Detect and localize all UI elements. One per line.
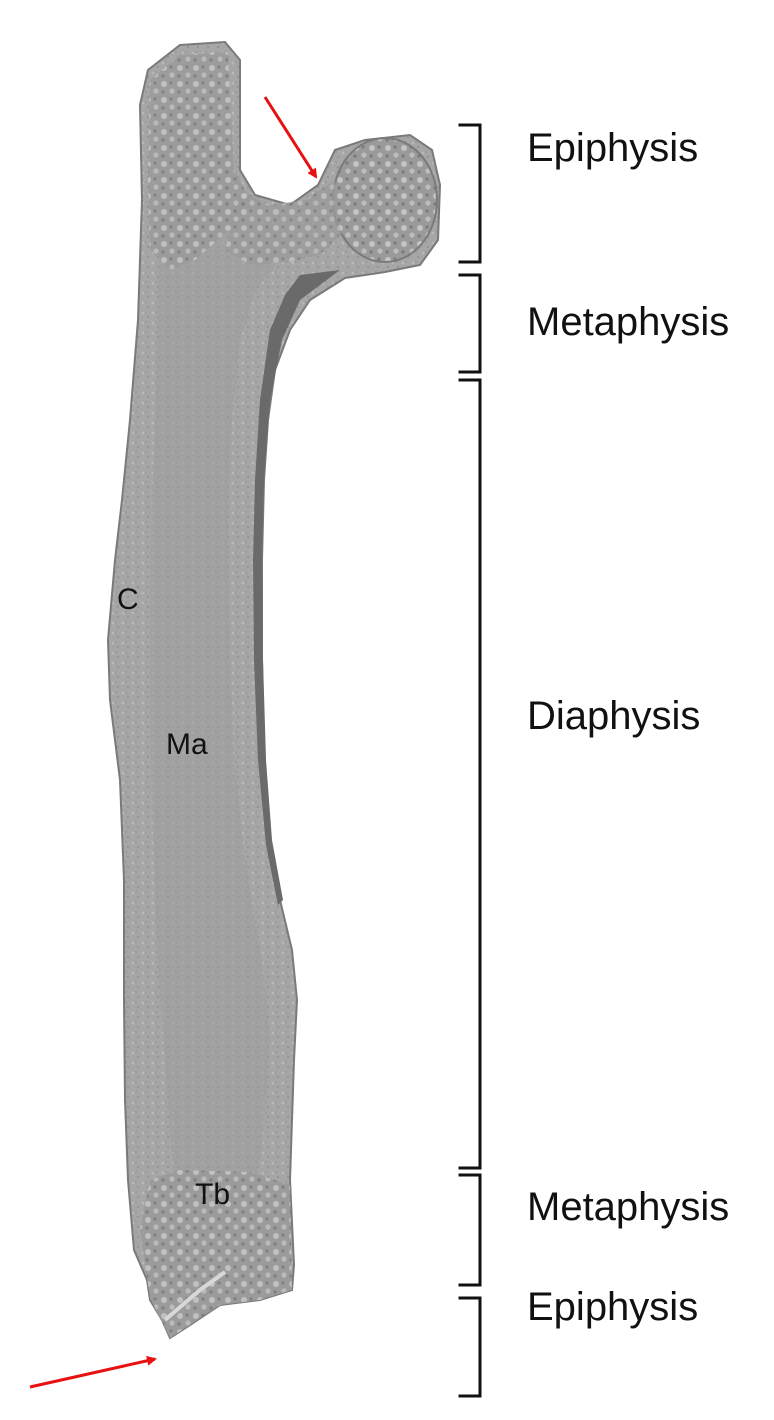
proximal-growth-plate-arrow [265, 97, 316, 177]
label-proximal-metaphysis: Metaphysis [527, 302, 729, 342]
bracket-distal-metaphysis [460, 1175, 480, 1285]
distal-growth-plate-arrow [30, 1359, 155, 1387]
femoral-head [333, 138, 437, 262]
bracket-distal-epiphysis [460, 1298, 480, 1396]
label-marrow: Ma [166, 730, 208, 760]
bracket-proximal-metaphysis [460, 275, 480, 372]
cortex-shadow-band [253, 270, 340, 905]
bracket-proximal-epiphysis [460, 125, 480, 262]
bracket-diaphysis [460, 380, 480, 1168]
label-distal-epiphysis: Epiphysis [527, 1287, 698, 1327]
region-brackets [460, 125, 480, 1396]
label-distal-metaphysis: Metaphysis [527, 1187, 729, 1227]
femur-bone [108, 42, 440, 1338]
label-cortex: C [117, 585, 139, 615]
label-diaphysis: Diaphysis [527, 696, 700, 736]
label-proximal-epiphysis: Epiphysis [527, 128, 698, 168]
label-trabecular: Tb [195, 1180, 230, 1210]
